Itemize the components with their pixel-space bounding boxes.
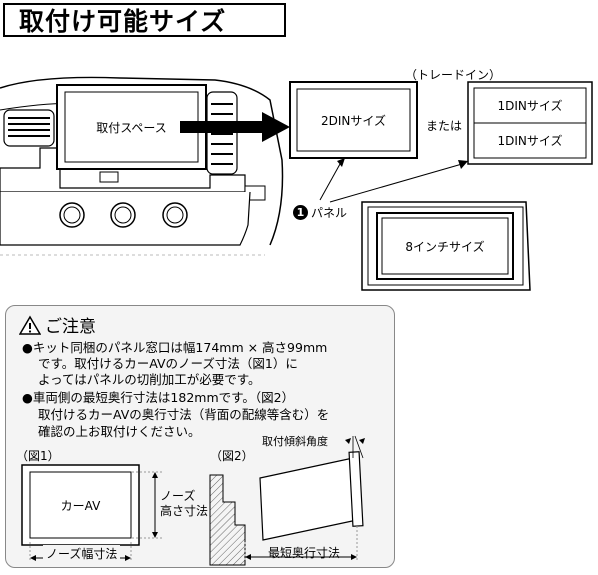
panel-label: パネル — [311, 206, 348, 220]
note-line-2: です。取付けるカーAVのノーズ寸法（図1）に — [38, 356, 298, 371]
fig2-diagram — [209, 435, 365, 566]
fig2-depth-label: 最短奥行寸法 — [268, 546, 341, 560]
fig1-height-label-1: ノーズ — [160, 489, 196, 503]
or-label: または — [426, 119, 463, 133]
pointer-din1-head — [458, 160, 468, 169]
knob-left-icon — [59, 202, 85, 228]
pointer-din2 — [319, 163, 341, 201]
panel-callout: 1 パネル — [293, 204, 347, 221]
fig2-caption: （図2） — [210, 449, 254, 463]
fig1-unit-inner — [29, 471, 132, 539]
note-line-3: よってはパネルの切削加工が必要です。 — [38, 372, 261, 387]
pointer-din2-head — [337, 158, 345, 167]
note-line-1: ●キット同梱のパネル窓口は幅174mm × 高さ99mm — [22, 340, 328, 355]
mount-space-label: 取付スペース — [96, 120, 167, 135]
inch8-screen-inner — [381, 217, 509, 275]
note-line-6: 確認の上お取付けください。 — [38, 424, 201, 439]
fig1-width-label: ノーズ幅寸法 — [43, 545, 121, 562]
dashboard-diagram — [0, 76, 593, 291]
fig2-unit-body — [259, 457, 358, 541]
din2-inner — [296, 88, 411, 152]
warning-icon — [19, 315, 41, 335]
inch8-label: 8インチサイズ — [405, 239, 485, 254]
knob-center-icon — [110, 202, 136, 228]
dashboard-outline — [0, 76, 284, 246]
note-line-5: 取付けるカーAVの奥行寸法（背面の配線等含む）を — [38, 407, 330, 422]
din2-label: 2DINサイズ — [320, 113, 387, 128]
din1-bottom-label: 1DINサイズ — [497, 134, 563, 148]
trade-in-label: （トレードイン） — [405, 68, 502, 82]
fig2-unit-front — [348, 451, 364, 527]
page-title: 取付け可能サイズ — [3, 3, 286, 37]
caution-heading: ご注意 — [19, 312, 96, 337]
note-line-4: ●車両側の最短奥行寸法は182mmです。（図2） — [22, 390, 295, 405]
fig2-dash-wall — [209, 474, 246, 566]
fig2-angle-label: 取付傾斜角度 — [262, 435, 328, 448]
fig1-diagram — [21, 464, 162, 562]
pointer-din1 — [329, 163, 463, 203]
din1-top-label: 1DINサイズ — [497, 99, 563, 113]
arrow-right-icon — [180, 112, 290, 142]
caution-title: ご注意 — [45, 317, 96, 337]
left-vent-icon — [3, 109, 55, 147]
fig1-height-label-2: 高さ寸法 — [160, 504, 209, 518]
mount-space-inner — [64, 91, 199, 163]
panel-number-icon: 1 — [293, 205, 308, 220]
fig1-caption: （図1） — [16, 449, 60, 463]
console-slot — [99, 171, 119, 183]
knob-right-icon — [162, 202, 188, 228]
fig1-unit-label: カーAV — [60, 498, 101, 513]
